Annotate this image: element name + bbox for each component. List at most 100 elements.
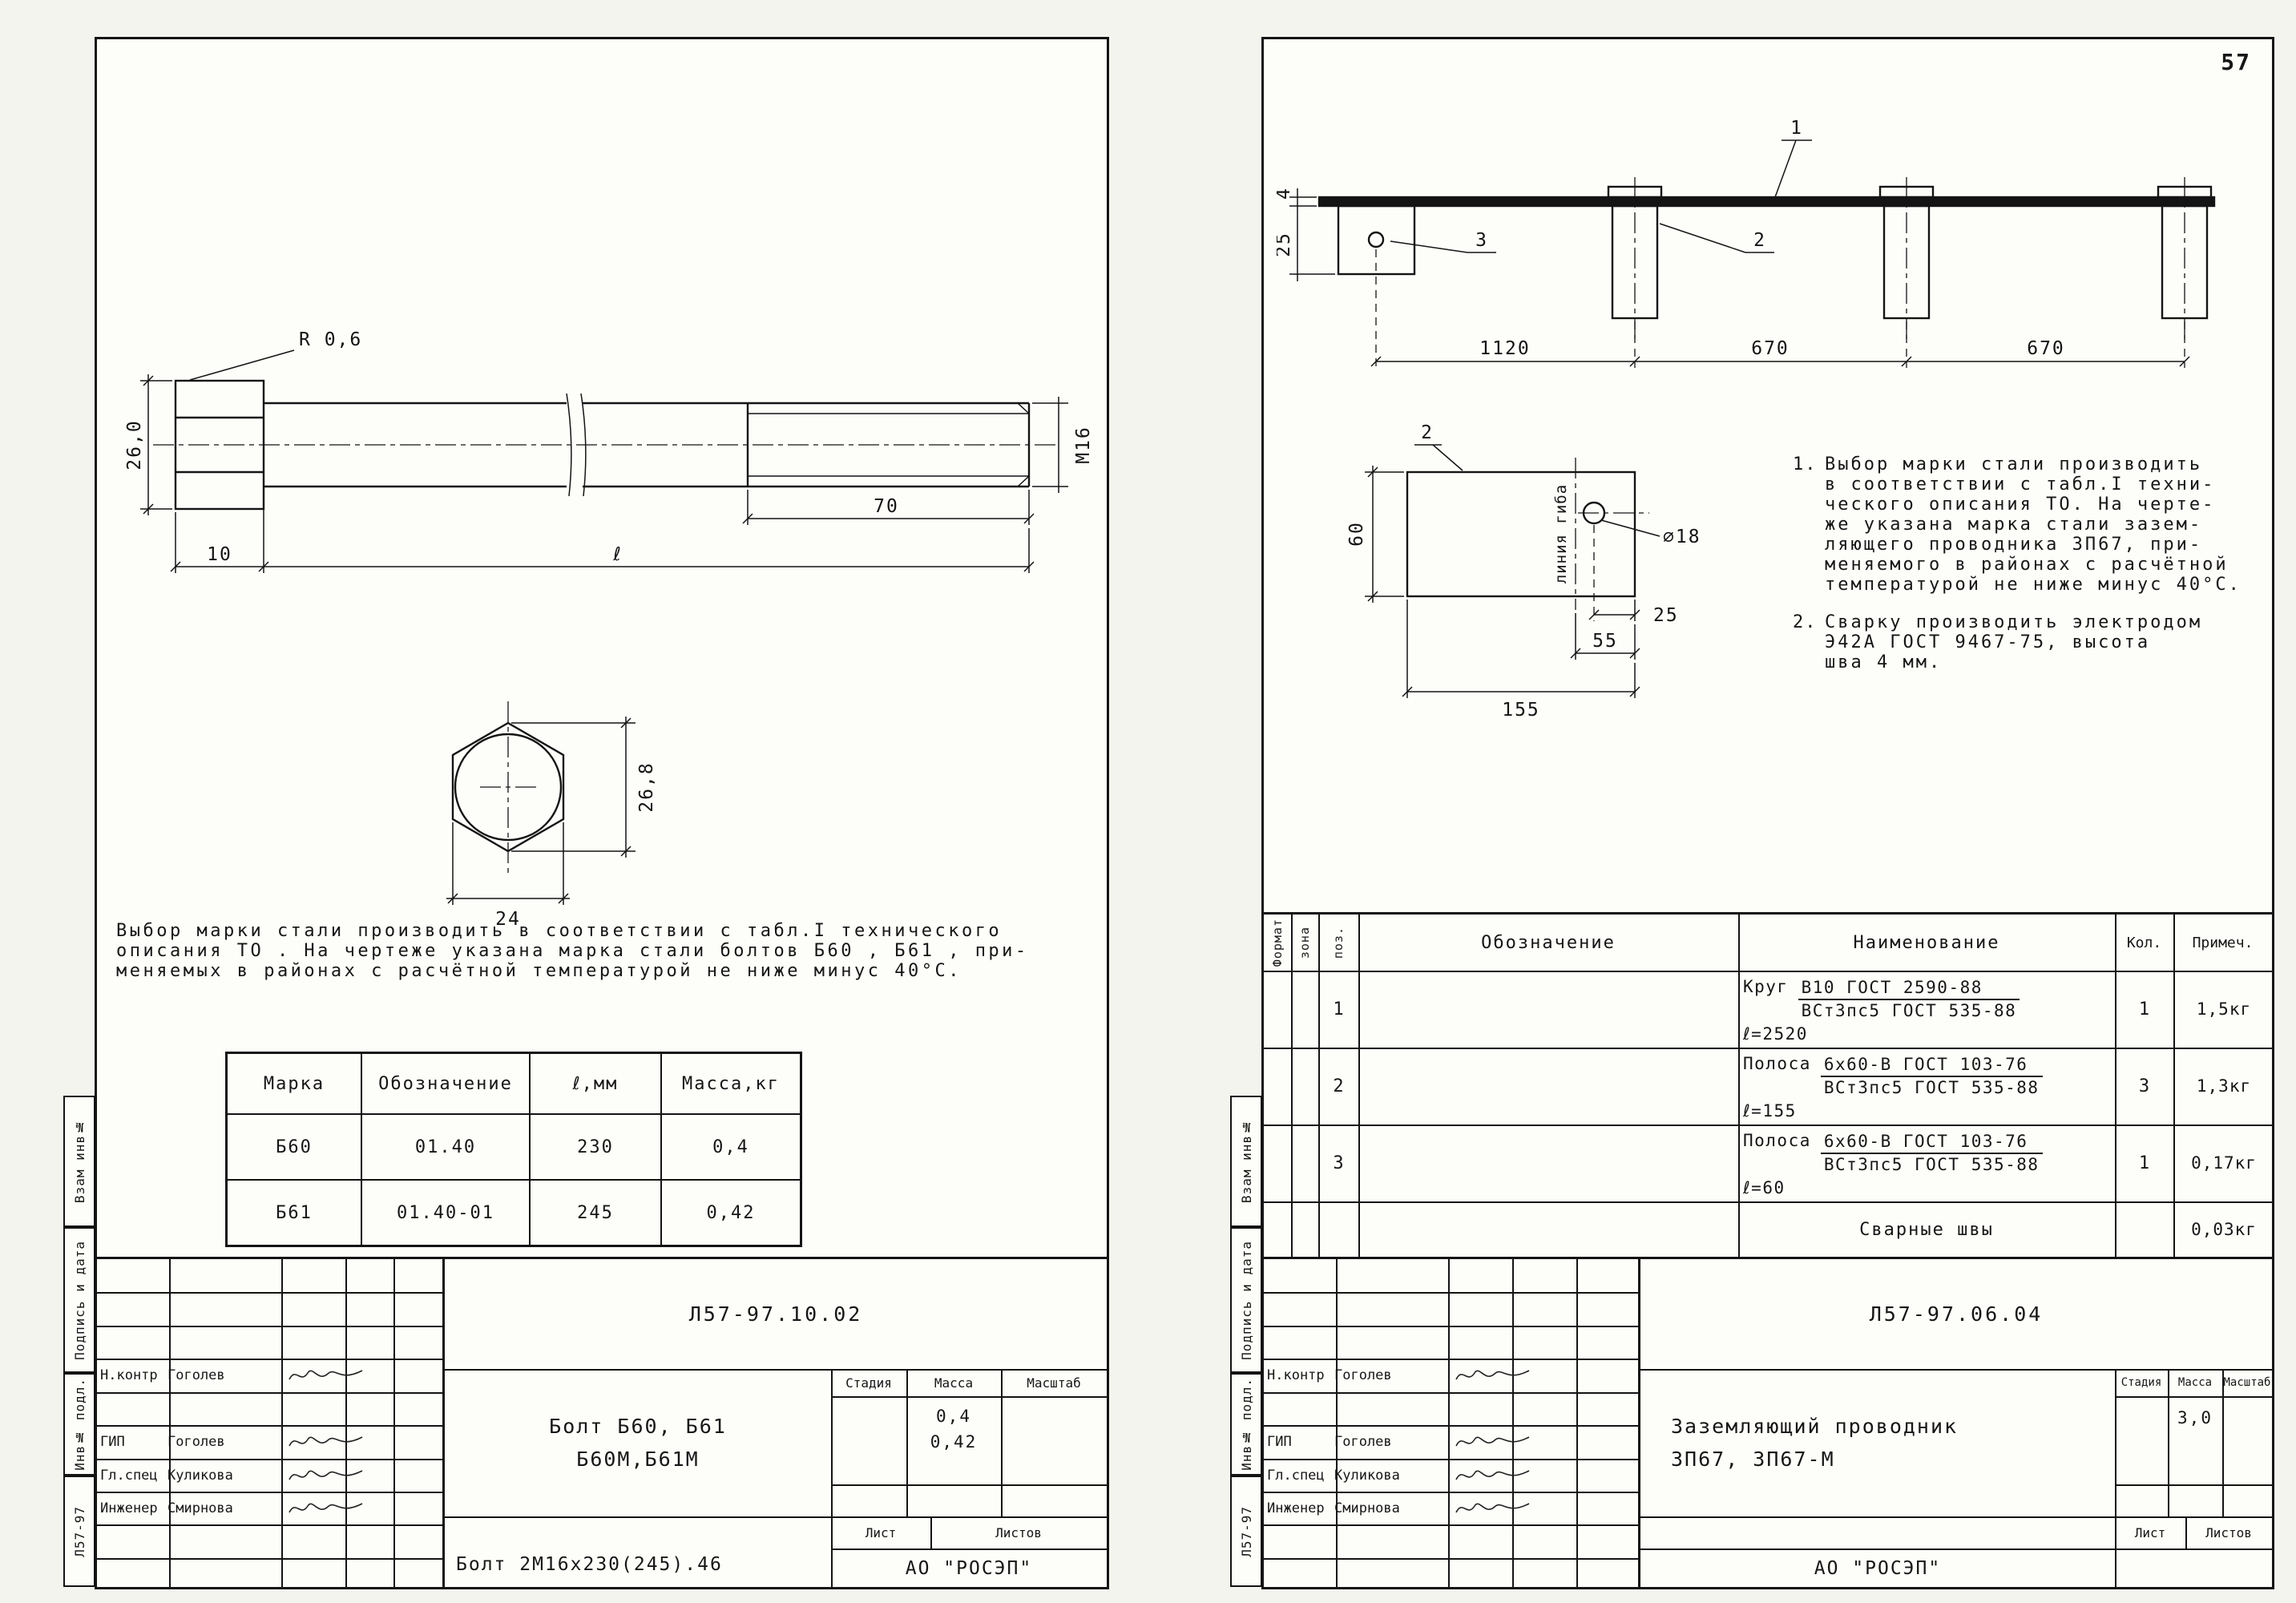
cell-length: 245 bbox=[531, 1181, 662, 1245]
drawing-title-line2: Б60М,Б61М bbox=[576, 1448, 700, 1471]
table-header-row: Марка Обозначение ℓ,мм Масса,кг bbox=[228, 1054, 800, 1113]
line bbox=[2222, 1369, 2224, 1516]
notes-block: 1. Выбор марки стали производить в соотв… bbox=[1793, 454, 2274, 690]
mass-values: 0,4 0,42 bbox=[930, 1407, 978, 1452]
signature-scribble bbox=[1455, 1502, 1530, 1512]
spec-qty: 1 bbox=[2138, 1153, 2150, 1173]
signature-name: Смирнова bbox=[1334, 1500, 1400, 1516]
stage-header: Стадия bbox=[2120, 1376, 2162, 1389]
spec-header-zone: зона bbox=[1297, 926, 1312, 959]
sidebar-label-vzam: Взам инв№ bbox=[71, 1119, 87, 1204]
document-number: Л57-97.10.02 bbox=[688, 1302, 863, 1326]
line bbox=[345, 1259, 347, 1589]
line bbox=[1001, 1369, 1003, 1516]
signature-role: Инженер bbox=[100, 1500, 158, 1516]
cell-mass: 0,4 bbox=[712, 1137, 749, 1157]
line bbox=[1264, 1326, 1638, 1327]
technical-note: Выбор марки стали производить в соответс… bbox=[116, 921, 1029, 981]
col-header-designation: Обозначение bbox=[362, 1054, 531, 1113]
spec-header-designation: Обозначение bbox=[1481, 932, 1616, 953]
signature-name: Куликова bbox=[167, 1467, 233, 1484]
company-name: АО "РОСЭП" bbox=[905, 1558, 1033, 1579]
line bbox=[97, 1425, 442, 1427]
spec-header-format: Формат bbox=[1270, 918, 1285, 967]
line bbox=[1448, 1259, 1450, 1589]
dim-plate-height-60: 60 bbox=[1346, 521, 1367, 547]
line bbox=[1264, 1392, 1638, 1394]
line bbox=[97, 1359, 442, 1360]
line bbox=[1264, 1048, 2272, 1049]
line bbox=[2115, 1484, 2272, 1486]
dim-bolt-length-symbol: ℓ bbox=[612, 544, 623, 565]
dim-155: 155 bbox=[1502, 700, 1540, 721]
line bbox=[442, 1369, 1107, 1371]
line bbox=[442, 1259, 445, 1589]
signature-scribble bbox=[289, 1369, 363, 1379]
signature-scribble bbox=[1455, 1469, 1530, 1480]
line bbox=[930, 1516, 932, 1548]
line bbox=[1264, 1201, 2272, 1203]
spec-qty: 1 bbox=[2138, 999, 2150, 1020]
line bbox=[1264, 1359, 1638, 1360]
signature-name: Смирнова bbox=[167, 1500, 233, 1516]
dim-across-flats: 24 bbox=[495, 909, 521, 930]
bolt-designation-subtitle: Болт 2М16х230(245).46 bbox=[456, 1554, 723, 1575]
note-1: 1. Выбор марки стали производить в соотв… bbox=[1793, 454, 2274, 595]
note-2: 2. Сварку производить электродом Э42А ГО… bbox=[1793, 612, 2274, 672]
drawing-title-line2: ЗП67, ЗП67-М bbox=[1671, 1448, 1835, 1471]
line bbox=[831, 1396, 1107, 1398]
sidebar-label-podpis: Подпись и дата bbox=[1238, 1240, 1254, 1360]
sheet-header: Лист bbox=[865, 1524, 897, 1540]
line bbox=[442, 1516, 1107, 1518]
grounding-conductor-assembly-drawing: 1 3 2 4 25 1120 670 670 bbox=[1277, 118, 2216, 368]
specification-table: Формат зона поз. Обозначение Наименовани… bbox=[1264, 912, 2272, 1259]
line bbox=[831, 1548, 1107, 1550]
sidebar-label-code: Л57-97 bbox=[1238, 1505, 1254, 1557]
spec-note: 0,17кг bbox=[2191, 1153, 2257, 1173]
signature-role: Н.контр bbox=[100, 1367, 158, 1383]
material-length: ℓ=155 bbox=[1743, 1101, 1797, 1120]
signature-name: Гоголев bbox=[167, 1433, 225, 1450]
spec-pos: 3 bbox=[1333, 1153, 1344, 1173]
spec-welds-label: Сварные швы bbox=[1859, 1219, 1994, 1240]
cell-designation: 01.40 bbox=[362, 1115, 531, 1179]
spec-note: 1,3кг bbox=[2196, 1076, 2252, 1096]
sidebar-label-inv: Инв№ подл. bbox=[1238, 1378, 1254, 1471]
line bbox=[1264, 1425, 1638, 1427]
col-header-length: ℓ,мм bbox=[531, 1054, 662, 1113]
dim-strip-thickness: 4 bbox=[1277, 187, 1294, 200]
signature-scribble bbox=[289, 1469, 363, 1480]
cell-mark: Б60 bbox=[228, 1115, 362, 1179]
line bbox=[169, 1259, 171, 1589]
drawing-title: Заземляющий проводник ЗП67, ЗП67-М bbox=[1640, 1369, 2115, 1516]
sheets-header: Листов bbox=[995, 1524, 1042, 1540]
line bbox=[1638, 1516, 2272, 1518]
col-header-mark: Марка bbox=[228, 1054, 362, 1113]
note-number: 2. bbox=[1793, 612, 1818, 632]
position-label-1: 1 bbox=[1790, 118, 1803, 139]
line bbox=[1358, 915, 1360, 1259]
line bbox=[1576, 1259, 1578, 1589]
mass-header: Масса bbox=[934, 1375, 974, 1391]
sidebar-label-podpis: Подпись и дата bbox=[71, 1240, 87, 1360]
signature-role: ГИП bbox=[100, 1433, 125, 1450]
line bbox=[1264, 1492, 1638, 1493]
bolt-side-view-drawing: R 0,6 26,0 М16 70 10 ℓ bbox=[124, 329, 1094, 573]
line bbox=[1264, 1459, 1638, 1460]
dim-head-height: 26,0 bbox=[124, 419, 145, 470]
cell-mark: Б61 bbox=[228, 1181, 362, 1245]
spec-note: 1,5кг bbox=[2196, 999, 2252, 1019]
line bbox=[1264, 1125, 2272, 1126]
signature-role: Н.контр bbox=[1267, 1367, 1325, 1383]
dim-span-670-b: 670 bbox=[2027, 338, 2065, 359]
dim-hole-diameter: ∅18 bbox=[1663, 527, 1701, 547]
line bbox=[1264, 1558, 1638, 1560]
sidebar-box: Инв№ подл. bbox=[1230, 1373, 1262, 1476]
cell-designation: 01.40-01 bbox=[362, 1181, 531, 1245]
drawing-title: Болт Б60, Б61 Б60М,Б61М bbox=[445, 1369, 831, 1516]
cell-mass: 0,42 bbox=[706, 1202, 756, 1223]
